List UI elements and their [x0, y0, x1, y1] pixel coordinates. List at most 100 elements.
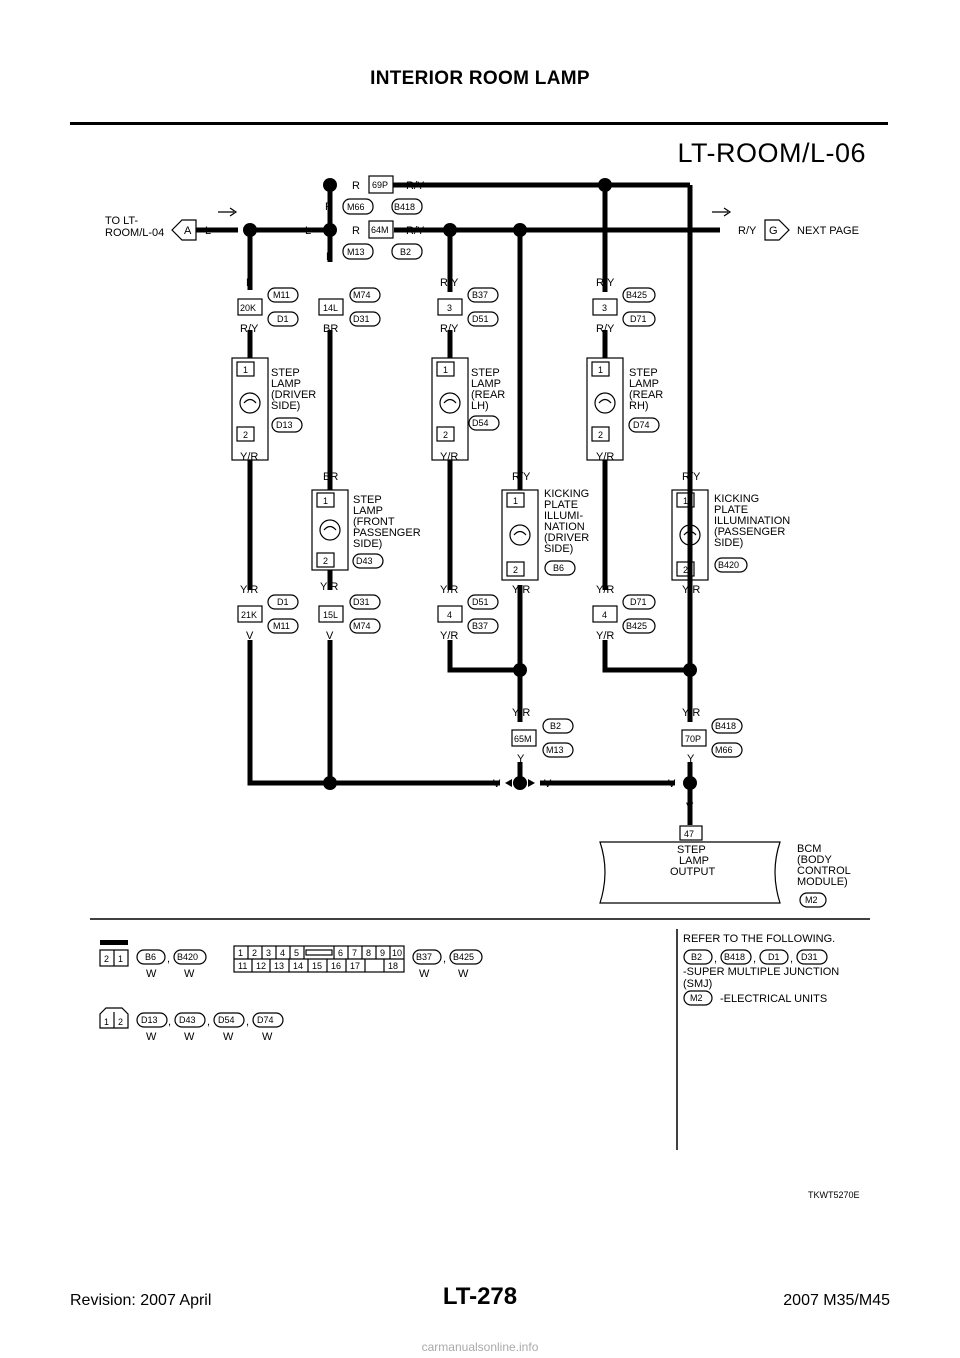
svg-text:R/Y: R/Y [440, 277, 459, 289]
connector-view-2pin-lamp: 1 2 D13 , D43 , D54 , D74 W W W W [99, 1007, 284, 1043]
svg-text:W: W [419, 968, 430, 980]
svg-text:M2: M2 [805, 895, 818, 905]
svg-text:10: 10 [392, 948, 402, 958]
bcm-module: 47 STEP LAMP OUTPUT BCM (BODY CONTROL MO… [599, 825, 851, 908]
svg-text:RH): RH) [629, 400, 649, 412]
offpage-left-text-1: TO LT- [105, 215, 139, 227]
offpage-right-arrow-icon [764, 219, 790, 241]
lamp-step-rear-rh: 1 2 STEP LAMP (REAR RH) D74 Y/R [586, 357, 663, 463]
junction-64m: R 64M R/Y M13 B2 L [326, 220, 425, 263]
wire-label-v: V [686, 801, 694, 813]
svg-text:BR: BR [323, 471, 338, 483]
junction-69p: R 69P R/Y R M66 B418 [325, 175, 425, 215]
svg-text:CONTROL: CONTROL [797, 865, 851, 877]
svg-text:16: 16 [331, 961, 341, 971]
svg-text:18: 18 [388, 961, 398, 971]
svg-text:LAMP: LAMP [629, 378, 659, 390]
svg-text:1: 1 [443, 365, 448, 375]
lamp-kicking-plate-driver: R/Y 1 2 KICKING PLATE ILLUMI- NATION (DR… [501, 471, 589, 596]
svg-text:6: 6 [338, 948, 343, 958]
svg-text:R: R [352, 180, 360, 192]
offpage-left-text-2: ROOM/L-04 [105, 227, 164, 239]
svg-text:KICKING: KICKING [714, 493, 759, 505]
svg-text:,: , [207, 1016, 210, 1028]
wire-v-left [247, 640, 500, 786]
offpage-left-letter: A [184, 225, 192, 237]
svg-text:R/Y: R/Y [406, 180, 425, 192]
svg-text:D1: D1 [277, 597, 289, 607]
svg-text:47: 47 [684, 829, 694, 839]
svg-text:2: 2 [443, 430, 448, 440]
svg-text:M11: M11 [273, 290, 290, 300]
svg-text:LAMP: LAMP [679, 855, 709, 867]
svg-text:,: , [714, 953, 717, 965]
svg-text:,: , [167, 953, 170, 965]
svg-text:B6: B6 [145, 952, 156, 962]
svg-text:D13: D13 [141, 1015, 158, 1025]
lamp-step-front-passenger: BR 1 2 STEP LAMP (FRONT PASSENGER SIDE) … [311, 471, 421, 593]
svg-text:M13: M13 [347, 247, 365, 257]
connector-d51-b37: Y/R 4 D51 B37 Y/R [437, 584, 499, 642]
svg-text:9: 9 [380, 948, 385, 958]
svg-text:B2: B2 [550, 721, 561, 731]
connector-20k: L 20K M11 D1 R/Y [237, 277, 299, 335]
svg-text:1: 1 [118, 954, 123, 964]
svg-text:-ELECTRICAL UNITS: -ELECTRICAL UNITS [720, 993, 827, 1005]
svg-text:R/Y: R/Y [406, 225, 425, 237]
svg-text:R/Y: R/Y [682, 471, 701, 483]
svg-text:REFER TO THE FOLLOWING.: REFER TO THE FOLLOWING. [683, 933, 835, 945]
svg-text:SIDE): SIDE) [353, 538, 382, 550]
svg-text:15: 15 [312, 961, 322, 971]
svg-text:R: R [352, 225, 360, 237]
svg-text:2: 2 [243, 430, 248, 440]
flow-arrow-icon [528, 779, 535, 787]
svg-text:(DRIVER: (DRIVER [544, 532, 589, 544]
svg-text:M13: M13 [546, 745, 564, 755]
svg-text:D31: D31 [801, 952, 818, 962]
offpage-left-arrow-icon [171, 219, 197, 241]
wire-yr-join-right [602, 640, 690, 673]
svg-text:Y/R: Y/R [682, 707, 700, 719]
junction-70p: Y/R 70P B418 M66 Y [681, 707, 743, 765]
lamp-step-rear-lh: 1 2 STEP LAMP (REAR LH) D54 Y/R [431, 357, 505, 463]
connector-view-smj: 1 2 3 4 5 6 7 8 9 10 11 12 13 14 15 16 1… [233, 945, 483, 980]
svg-text:14L: 14L [323, 303, 338, 313]
svg-text:65M: 65M [514, 734, 532, 744]
offpage-right-text: NEXT PAGE [797, 225, 859, 237]
svg-text:Y/R: Y/R [512, 584, 530, 596]
svg-text:SIDE): SIDE) [544, 543, 573, 555]
svg-text:B2: B2 [400, 247, 411, 257]
svg-text:B420: B420 [718, 560, 739, 570]
svg-text:(REAR: (REAR [629, 389, 663, 401]
svg-text:D54: D54 [472, 418, 489, 428]
svg-text:STEP: STEP [353, 494, 382, 506]
svg-text:D74: D74 [633, 420, 650, 430]
wire-label-v: V [544, 778, 552, 790]
svg-text:3: 3 [447, 303, 452, 313]
svg-text:5: 5 [294, 948, 299, 958]
svg-text:M66: M66 [715, 745, 733, 755]
svg-text:2: 2 [104, 954, 109, 964]
svg-text:L: L [246, 277, 252, 289]
svg-text:B418: B418 [715, 721, 736, 731]
svg-text:B6: B6 [553, 563, 564, 573]
connector-14l: 14L M74 D31 BR [318, 287, 381, 335]
svg-text:M74: M74 [353, 621, 371, 631]
svg-text:-SUPER MULTIPLE JUNCTION: -SUPER MULTIPLE JUNCTION [683, 966, 839, 978]
svg-text:M74: M74 [353, 290, 371, 300]
svg-text:B2: B2 [691, 952, 702, 962]
svg-text:B37: B37 [472, 621, 488, 631]
svg-text:R/Y: R/Y [596, 323, 615, 335]
svg-text:W: W [262, 1031, 273, 1043]
svg-text:Y/R: Y/R [596, 630, 614, 642]
svg-text:R: R [325, 201, 333, 213]
svg-text:M66: M66 [347, 202, 365, 212]
svg-text:R/Y: R/Y [440, 323, 459, 335]
revision-text: Revision: 2007 April [70, 1292, 212, 1309]
connector-b37-d51: R/Y 3 B37 D51 R/Y [437, 277, 499, 335]
svg-text:W: W [458, 968, 469, 980]
svg-text:,: , [753, 953, 756, 965]
svg-text:B418: B418 [394, 202, 415, 212]
svg-text:(REAR: (REAR [471, 389, 505, 401]
svg-text:SIDE): SIDE) [271, 400, 300, 412]
